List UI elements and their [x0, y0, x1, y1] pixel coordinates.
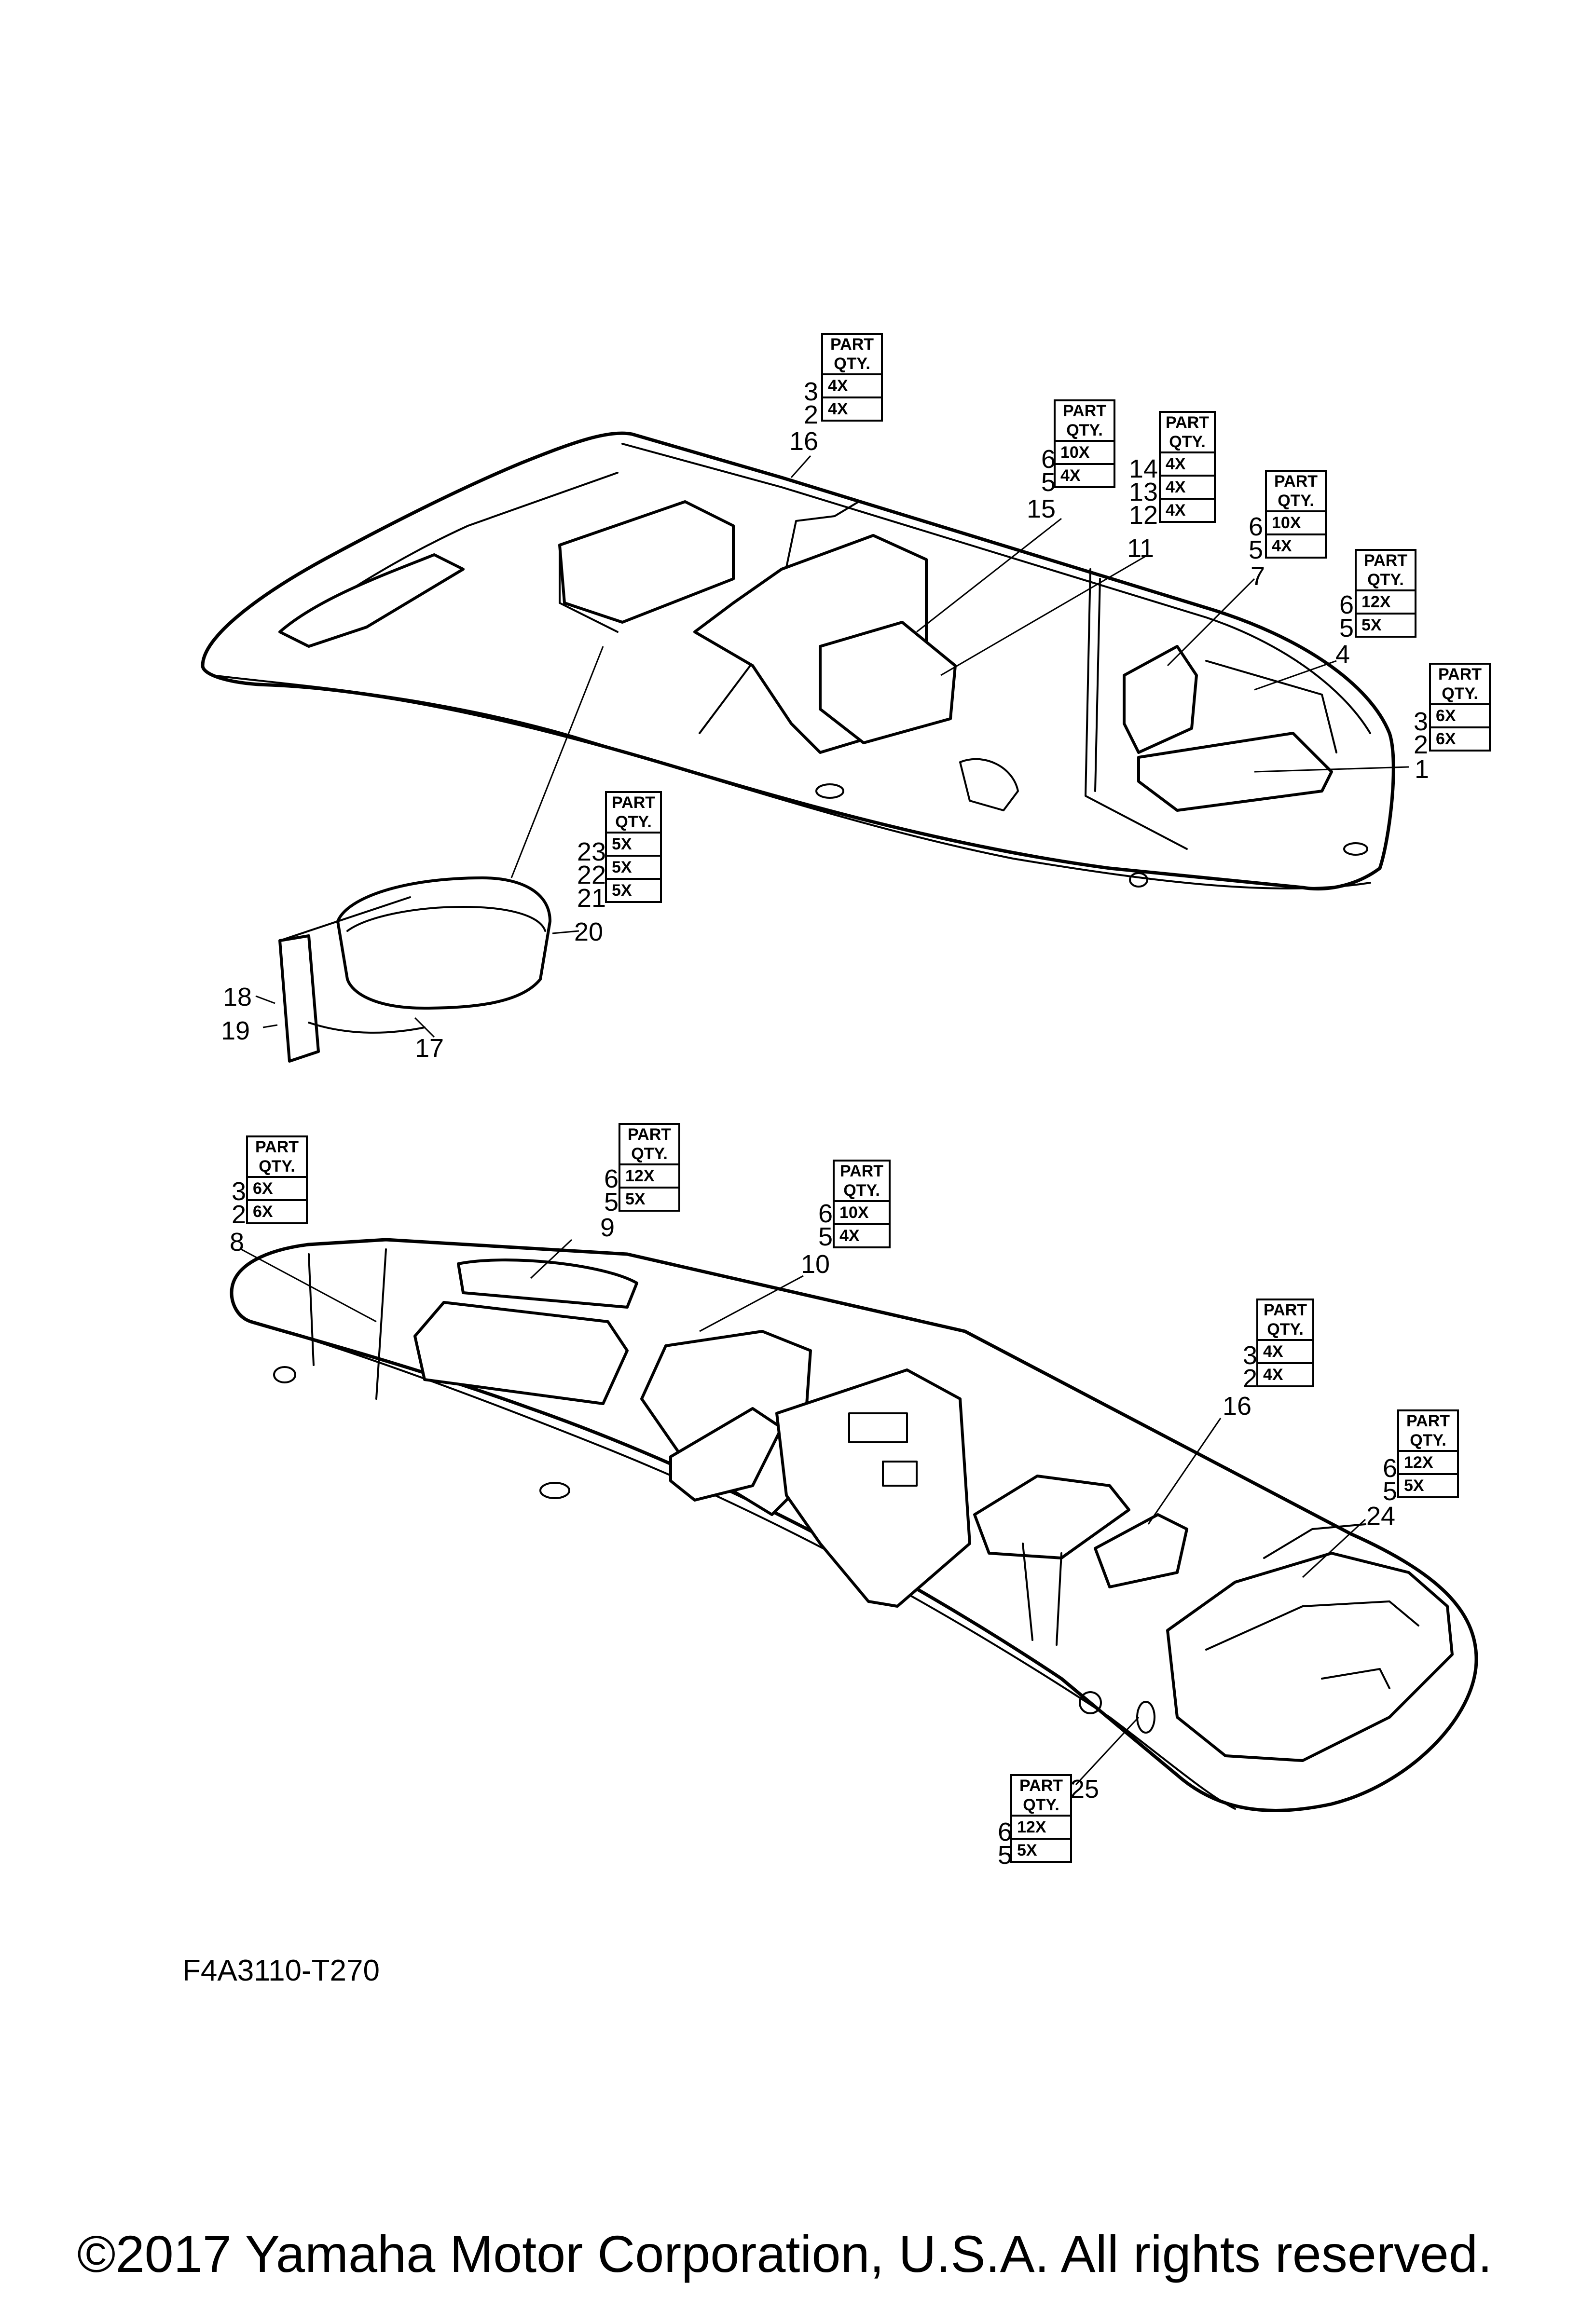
- callout-25: 25: [1070, 1775, 1100, 1804]
- removable-seat-illustration: [255, 876, 579, 1063]
- callout-17: 17: [415, 1034, 444, 1063]
- callout-15: 15: [1027, 494, 1056, 523]
- copyright-notice: ©2017 Yamaha Motor Corporation, U.S.A. A…: [77, 2225, 1492, 2283]
- callout-16: 16: [1223, 1392, 1252, 1421]
- callout-1: 1: [1415, 755, 1430, 784]
- callout-4: 4: [1335, 640, 1350, 669]
- bottom-boat-illustration: [230, 1238, 1478, 1812]
- top-boat-illustration: [201, 431, 1395, 891]
- callout-11: 11: [1127, 534, 1155, 563]
- callout-24: 24: [1366, 1502, 1396, 1531]
- leader-lines: [241, 455, 1409, 1786]
- callout-9: 9: [600, 1213, 615, 1242]
- callout-16: 16: [789, 427, 819, 456]
- callout-7: 7: [1251, 562, 1265, 591]
- callout-18: 18: [223, 983, 252, 1012]
- callout-20: 20: [574, 917, 604, 946]
- callout-8: 8: [230, 1228, 245, 1257]
- diagram-code: F4A3110-T270: [182, 1954, 380, 1987]
- callout-19: 19: [221, 1016, 250, 1045]
- callout-10: 10: [801, 1250, 830, 1279]
